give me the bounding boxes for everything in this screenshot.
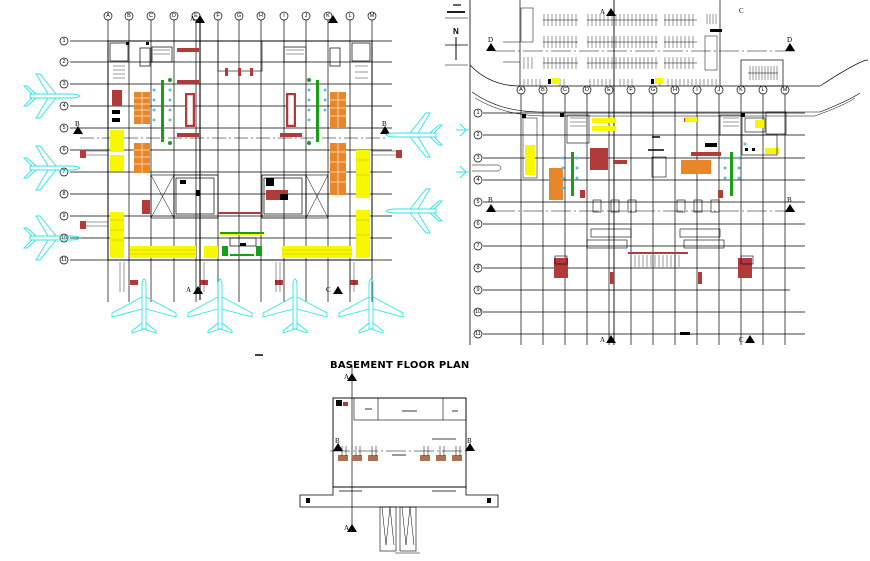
svg-text:4: 4: [476, 177, 479, 183]
svg-text:9: 9: [476, 287, 479, 293]
svg-text:C: C: [563, 87, 567, 93]
svg-text:B: B: [488, 196, 493, 204]
svg-text:L: L: [761, 87, 764, 93]
svg-text:11: 11: [61, 257, 67, 263]
svg-text:G: G: [651, 87, 655, 93]
aircraft-partial-icon: [456, 123, 470, 137]
svg-text:3: 3: [476, 155, 479, 161]
upper-floor-details: [522, 117, 779, 284]
parking-stall-ticks: [523, 14, 778, 86]
rooms-black: [109, 42, 371, 247]
furniture-red: [80, 48, 402, 285]
svg-text:F: F: [629, 87, 633, 93]
svg-text:A: A: [186, 286, 191, 294]
svg-text:D: D: [172, 13, 176, 19]
north-arrow-icon: N: [445, 27, 468, 60]
svg-text:A: A: [519, 87, 523, 93]
parking-stalls: [543, 19, 778, 74]
svg-text:D: D: [585, 87, 589, 93]
svg-text:A: A: [106, 13, 110, 19]
svg-text:C: C: [326, 286, 331, 294]
planters: [161, 78, 319, 256]
svg-text:J: J: [305, 13, 308, 19]
svg-text:M: M: [370, 13, 375, 19]
svg-text:M: M: [783, 87, 788, 93]
svg-text:7: 7: [62, 169, 65, 175]
svg-text:A: A: [600, 336, 605, 344]
svg-text:8: 8: [62, 191, 65, 197]
svg-text:G: G: [237, 13, 241, 19]
svg-text:5: 5: [476, 199, 479, 205]
seating-orange: [134, 92, 346, 195]
svg-text:A: A: [344, 524, 349, 532]
svg-text:N: N: [453, 27, 459, 36]
svg-text:3: 3: [62, 81, 65, 87]
svg-text:H: H: [259, 13, 263, 19]
svg-text:2: 2: [62, 59, 65, 65]
svg-text:I: I: [283, 13, 285, 19]
basement-furniture: [338, 455, 462, 461]
row-grid-labels: 1 2 3 4 5 6 7 8 9 10 11: [59, 36, 69, 265]
section-markers-right: D D A B B A C: [486, 8, 795, 344]
column-grid-labels-right: A B C D E F G H I J K L M: [516, 85, 790, 95]
upper-floor-plan: N C: [445, 0, 869, 345]
svg-text:E: E: [607, 87, 611, 93]
svg-text:8: 8: [476, 265, 479, 271]
svg-text:B: B: [382, 120, 387, 128]
basement-section-markers: A A B B: [333, 373, 475, 532]
svg-text:A: A: [190, 15, 195, 23]
svg-text:2: 2: [476, 132, 479, 138]
svg-text:J: J: [718, 87, 721, 93]
basement-floor-plan-title: BASEMENT FLOOR PLAN: [330, 360, 470, 371]
section-markers: A B B A C: [73, 15, 390, 294]
svg-text:C: C: [739, 336, 744, 344]
column-grid-labels: A B C D E F G H I J K L M: [103, 11, 377, 21]
svg-text:I: I: [696, 87, 698, 93]
svg-text:9: 9: [62, 213, 65, 219]
svg-text:K: K: [326, 13, 330, 19]
ground-floor-plan: A B C D E F G H I J K L M 1 2 3 4 5 6 7 …: [23, 11, 443, 356]
svg-text:B: B: [541, 87, 545, 93]
svg-text:B: B: [127, 13, 131, 19]
svg-text:E: E: [194, 13, 198, 19]
svg-text:D: D: [488, 36, 493, 44]
aircraft-icons: [23, 73, 443, 334]
svg-text:A: A: [600, 8, 605, 16]
svg-text:B: B: [335, 437, 340, 445]
svg-text:1: 1: [476, 110, 479, 116]
row-grid-labels-right: 1 2 3 4 5 6 7 8 9 10 11: [473, 108, 483, 339]
svg-text:L: L: [348, 13, 351, 19]
svg-text:1: 1: [62, 38, 65, 44]
svg-text:B: B: [75, 120, 80, 128]
svg-text:6: 6: [476, 221, 479, 227]
svg-text:C: C: [149, 13, 153, 19]
svg-text:F: F: [216, 13, 220, 19]
svg-text:5: 5: [62, 125, 65, 131]
svg-text:A: A: [344, 373, 349, 381]
svg-text:B: B: [467, 437, 472, 445]
svg-text:10: 10: [475, 309, 481, 315]
svg-text:6: 6: [62, 147, 65, 153]
svg-text:7: 7: [476, 243, 479, 249]
svg-text:11: 11: [475, 331, 481, 337]
svg-text:K: K: [739, 87, 743, 93]
svg-text:H: H: [673, 87, 677, 93]
svg-text:D: D: [787, 36, 792, 44]
svg-text:C: C: [739, 7, 744, 15]
svg-text:10: 10: [61, 235, 67, 241]
svg-text:B: B: [787, 196, 792, 204]
basement-plan: A A B B: [299, 365, 499, 554]
svg-text:4: 4: [62, 103, 65, 109]
